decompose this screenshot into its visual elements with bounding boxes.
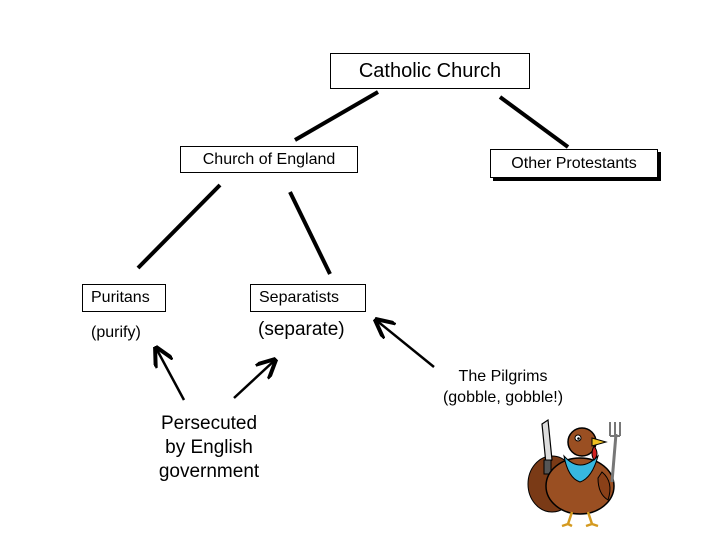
connector-england-puritans <box>136 183 222 270</box>
pilgrims-line-1: The Pilgrims <box>458 368 548 385</box>
turkey-pupil <box>577 437 580 440</box>
knife-icon <box>541 418 553 466</box>
node-catholic-church: Catholic Church <box>330 53 530 89</box>
label-persecuted: Persecuted by English government <box>140 412 278 484</box>
turkey-wattle <box>591 445 598 461</box>
label-purify: (purify) <box>91 324 141 341</box>
turkey-beak <box>591 437 608 447</box>
node-other-protestants: Other Protestants <box>490 149 658 178</box>
node-separatists: Separatists <box>250 284 366 312</box>
persecuted-line-1: Persecuted <box>160 413 258 434</box>
fork-tines <box>609 422 621 437</box>
node-church-of-england: Church of England <box>180 146 358 173</box>
turkey-wing <box>597 471 611 501</box>
persecuted-line-3: government <box>158 461 260 482</box>
turkey-bib <box>563 454 599 483</box>
node-puritans: Puritans <box>82 284 166 312</box>
label-pilgrims: The Pilgrims (gobble, gobble!) <box>418 366 588 408</box>
connector-catholic-england <box>293 90 380 142</box>
pilgrims-line-2: (gobble, gobble!) <box>442 389 564 406</box>
fork-icon <box>610 433 618 483</box>
persecuted-line-2: by English <box>165 437 253 458</box>
arrow-persecuted-purify <box>156 348 186 401</box>
connector-catholic-protestants <box>498 95 570 149</box>
turkey-icon <box>527 418 621 528</box>
turkey-legs <box>561 511 599 528</box>
arrow-persecuted-separate <box>233 360 275 399</box>
connector-england-separatists <box>288 191 332 275</box>
knife-handle <box>543 459 552 475</box>
arrow-pilgrims-separate <box>376 320 435 368</box>
turkey-body <box>545 457 615 515</box>
label-separate: (separate) <box>258 319 345 340</box>
